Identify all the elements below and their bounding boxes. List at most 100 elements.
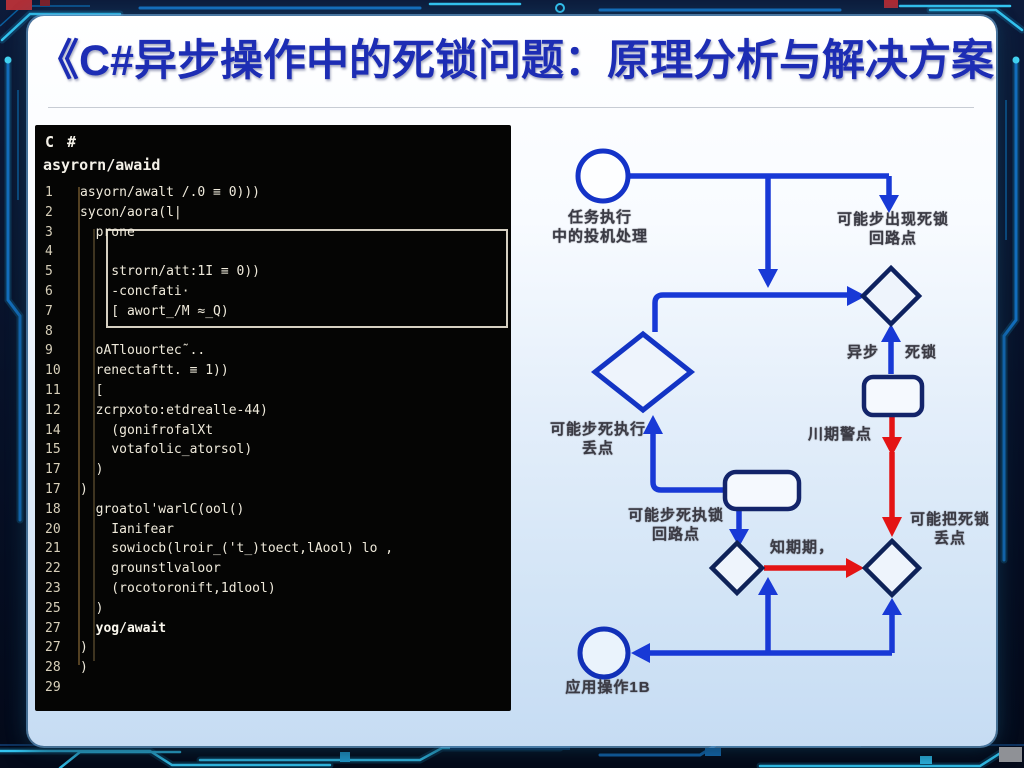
line-number: 11 [45, 382, 61, 398]
code-line: 9 oATlouortec˜.. [35, 341, 511, 361]
arrowhead-down-topright [879, 195, 899, 213]
title-underline [48, 107, 974, 108]
code-line: 20 Ianifear [35, 520, 511, 540]
line-text: sowiocb(lroir_('t_)toect,lAool) lo , [80, 541, 394, 557]
arrowhead-up-leftdiamond [643, 415, 663, 434]
arrowhead-left-endcircle [631, 643, 650, 663]
code-line: 4 [35, 242, 511, 262]
line-number: 22 [45, 561, 61, 577]
line-number: 6 [45, 283, 53, 299]
decision-diamond-bottom-right [861, 537, 923, 599]
label-async-deadlock: 异步 死锁 [846, 344, 938, 361]
line-number: 9 [45, 343, 53, 359]
line-number: 18 [45, 501, 61, 517]
line-text: ) [80, 462, 104, 478]
line-text: Ianifear [80, 521, 174, 537]
code-line: 12 zcrpxoto:etdrealle-44) [35, 401, 511, 421]
label-red-arrow: 知期期， [769, 539, 835, 556]
line-number: 3 [45, 224, 53, 240]
decision-diamond-bottom-left [708, 539, 766, 597]
arrowhead-right-middiamond [847, 286, 866, 306]
code-subheader: asyrorn/awaid [43, 156, 161, 174]
code-line: 21 sowiocb(lroir_('t_)toect,lAool) lo , [35, 539, 511, 559]
line-number: 7 [45, 303, 53, 319]
line-number: 25 [45, 600, 61, 616]
code-line: 8 [35, 322, 511, 342]
line-number: 17 [45, 462, 61, 478]
line-text: renectaftt. ≡ 1)) [80, 363, 229, 379]
line-text: grounstlvaloor [80, 561, 221, 577]
line-number: 20 [45, 521, 61, 537]
line-number: 15 [45, 442, 61, 458]
code-line: 17 ) [35, 460, 511, 480]
line-text: -concfati· [80, 283, 190, 299]
code-line: 7 [ awort_/M ≈_Q) [35, 302, 511, 322]
line-number: 2 [45, 204, 53, 220]
line-text: (rocotoronift,1dlool) [80, 580, 276, 596]
line-number: 29 [45, 679, 61, 695]
line-number: 21 [45, 541, 61, 557]
code-line: 15 votafolic_atorsol) [35, 440, 511, 460]
code-line: 18 groatol'warlC(ool() [35, 500, 511, 520]
code-line: 5 strorn/att:1I ≡ 0)) [35, 262, 511, 282]
line-text: [ awort_/M ≈_Q) [80, 303, 229, 319]
label-red-line: 川期警点 [807, 426, 873, 443]
line-text: strorn/att:1I ≡ 0)) [80, 264, 261, 280]
code-line: 6 -concfati· [35, 282, 511, 302]
line-number: 4 [45, 244, 53, 260]
decision-diamond-left [590, 330, 696, 414]
code-line: 1 asyorn/awalt /.0 ≡ 0))) [35, 183, 511, 203]
label-center-rect: 可能步死执锁 回路点 [627, 507, 725, 543]
label-left-diamond: 可能步死执行 丢点 [549, 421, 647, 457]
line-number: 23 [45, 580, 61, 596]
start-node-circle [575, 148, 631, 204]
code-line: 27) [35, 638, 511, 658]
line-text: oATlouortec˜.. [80, 343, 206, 359]
line-number: 1 [45, 185, 53, 200]
line-text: zcrpxoto:etdrealle-44) [80, 402, 268, 418]
arrowhead-up-between [758, 577, 778, 595]
code-lang-header: C # [45, 133, 79, 151]
line-number: 14 [45, 422, 61, 438]
line-text: ) [80, 660, 88, 676]
line-number: 28 [45, 660, 61, 676]
flow-line-centerrect-left-up [650, 432, 725, 493]
red-arrowhead-mid [882, 437, 902, 456]
slide-title: 《C#异步操作中的死锁问题：原理分析与解决方案 [36, 37, 994, 85]
line-number: 27 [45, 620, 61, 636]
line-text: [ [80, 382, 104, 398]
process-rect-right [861, 374, 925, 418]
line-text: yog/await [80, 620, 167, 636]
label-start: 任务执行 中的投机处理 [551, 209, 649, 245]
line-number: 17 [45, 481, 61, 497]
red-arrowhead-bottom [882, 517, 902, 537]
gray-chip [999, 747, 1022, 762]
line-number: 27 [45, 640, 61, 656]
code-line: 28) [35, 658, 511, 678]
end-node-circle [577, 626, 631, 680]
arrowhead-down-mid [758, 269, 778, 288]
arrowhead-up-bottomrightdiamond [882, 598, 902, 615]
code-line: 14 (gonifrofalXt [35, 421, 511, 441]
line-text: groatol'warlC(ool() [80, 501, 245, 517]
line-text: asyorn/awalt /.0 ≡ 0))) [80, 185, 261, 200]
flow-line-mid-horizontal [652, 292, 848, 332]
flowchart: 任务执行 中的投机处理 可能步出现死锁 回路点 异步 死锁 可能步死执行 丢点 … [520, 120, 1020, 720]
line-number: 10 [45, 363, 61, 379]
decision-diamond-mid [859, 264, 923, 328]
flowchart-svg [575, 148, 925, 680]
arrowhead-up-middiamond [881, 324, 901, 342]
red-arrowhead-right [846, 558, 864, 578]
line-number: 8 [45, 323, 53, 339]
code-line: 23 (rocotoronift,1dlool) [35, 579, 511, 599]
line-text: ) [80, 600, 104, 616]
code-line: 3 prone [35, 223, 511, 243]
line-number: 12 [45, 402, 61, 418]
code-line: 25 ) [35, 599, 511, 619]
arrowhead-down-bottomleftdiamond [729, 529, 749, 547]
line-number: 5 [45, 264, 53, 280]
code-line: 11 [ [35, 381, 511, 401]
